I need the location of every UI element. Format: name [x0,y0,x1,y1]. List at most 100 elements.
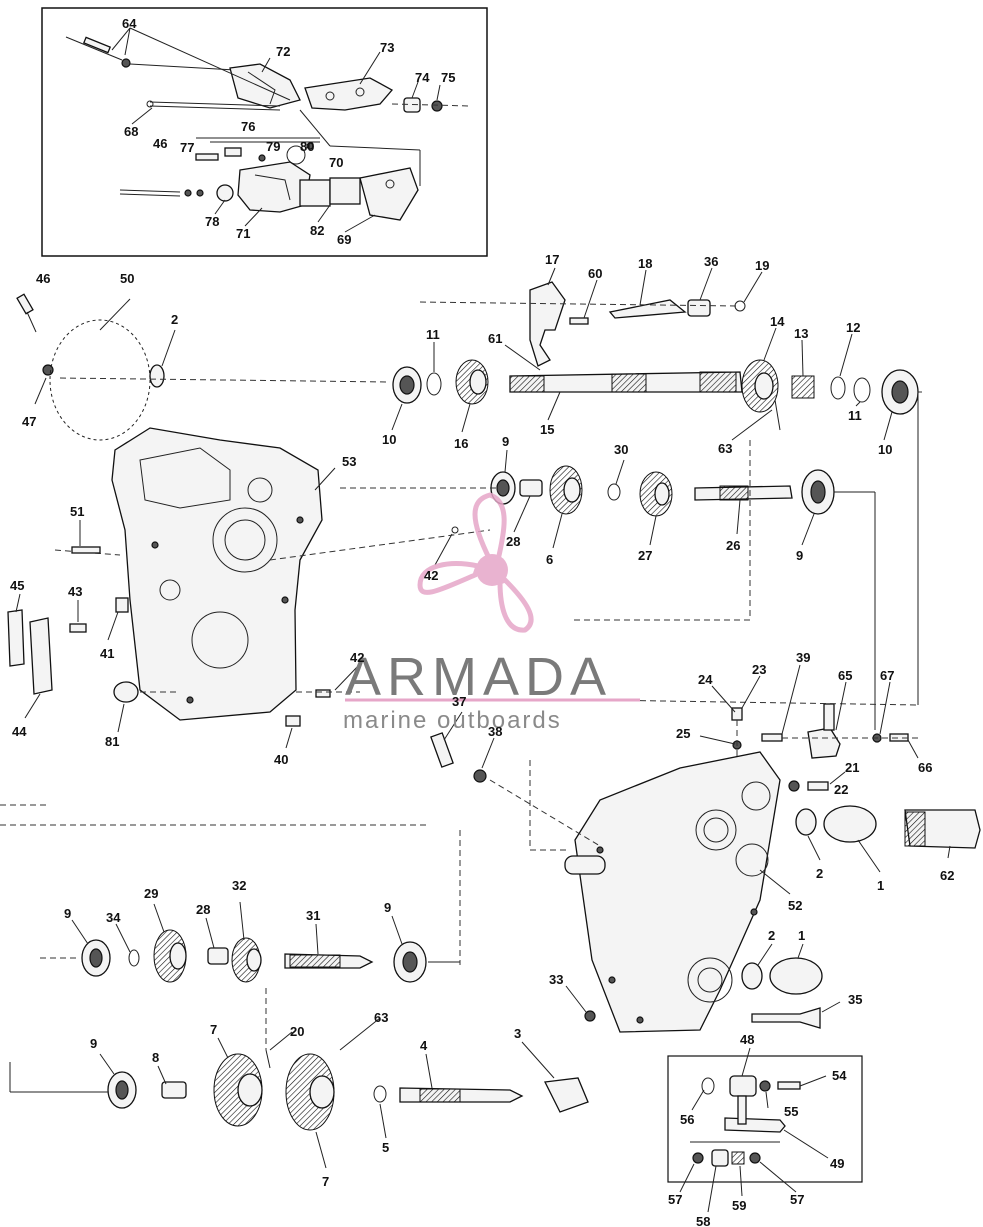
callout-63: 63 [718,441,732,456]
callout-46: 46 [36,271,50,286]
callout-48: 48 [740,1032,754,1047]
lower-gear-group [9,901,589,1169]
inset-assembly [41,7,488,257]
callout-69: 69 [337,232,351,247]
brand-name: ARMADA [345,647,612,707]
callout-67: 67 [880,668,894,683]
callout-52: 52 [788,898,802,913]
callout-62: 62 [940,868,954,883]
callout-51: 51 [70,504,84,519]
callout-65: 65 [838,668,852,683]
callout-55: 55 [784,1104,798,1119]
callout-7: 7 [210,1022,217,1037]
callout-54: 54 [832,1068,847,1083]
callout-47: 47 [22,414,36,429]
callout-31: 31 [306,908,320,923]
callout-10: 10 [382,432,396,447]
callout-78: 78 [205,214,219,229]
callout-21: 21 [845,760,859,775]
brand-tagline: marine outboards [343,707,562,734]
callout-13: 13 [794,326,808,341]
callout-1: 1 [877,878,884,893]
callout-56: 56 [680,1112,694,1127]
callout-42: 42 [424,568,438,583]
left-housing-group [0,293,491,826]
callout-6: 6 [546,552,553,567]
callout-40: 40 [274,752,288,767]
callout-44: 44 [12,724,27,739]
callout-33: 33 [549,972,563,987]
callout-1: 1 [798,928,805,943]
callout-60: 60 [588,266,602,281]
callout-36: 36 [704,254,718,269]
armada-logo: ARMADA marine outboards [343,492,640,734]
callout-66: 66 [918,760,932,775]
callout-68: 68 [124,124,138,139]
callout-79: 79 [266,139,280,154]
callout-77: 77 [180,140,194,155]
callout-63: 63 [374,1010,388,1025]
callout-57: 57 [668,1192,682,1207]
callout-35: 35 [848,992,862,1007]
callout-50: 50 [120,271,134,286]
callout-82: 82 [310,223,324,238]
callout-34: 34 [106,910,121,925]
callout-28: 28 [506,534,520,549]
callout-80: 80 [300,139,314,154]
detail-inset-48 [667,1047,863,1213]
callout-9: 9 [502,434,509,449]
callout-28: 28 [196,902,210,917]
callout-labels: 64 72 73 74 75 68 76 46 77 79 80 70 78 7… [10,16,954,1227]
callout-81: 81 [105,734,119,749]
callout-46: 46 [153,136,167,151]
callout-2: 2 [768,928,775,943]
callout-30: 30 [614,442,628,457]
callout-38: 38 [488,724,502,739]
callout-41: 41 [100,646,114,661]
callout-9: 9 [384,900,391,915]
callout-9: 9 [796,548,803,563]
callout-2: 2 [816,866,823,881]
propeller-icon [417,492,534,633]
callout-45: 45 [10,578,24,593]
callout-4: 4 [420,1038,428,1053]
callout-43: 43 [68,584,82,599]
callout-27: 27 [638,548,652,563]
callout-64: 64 [122,16,137,31]
callout-72: 72 [276,44,290,59]
callout-75: 75 [441,70,455,85]
callout-24: 24 [698,672,713,687]
callout-26: 26 [726,538,740,553]
callout-2: 2 [171,312,178,327]
upper-shaft-group [391,267,922,705]
callout-23: 23 [752,662,766,677]
callout-9: 9 [64,906,71,921]
callout-32: 32 [232,878,246,893]
callout-20: 20 [290,1024,304,1039]
callout-9: 9 [90,1036,97,1051]
callout-57: 57 [790,1192,804,1207]
callout-49: 49 [830,1156,844,1171]
callout-76: 76 [241,119,255,134]
callout-39: 39 [796,650,810,665]
callout-53: 53 [342,454,356,469]
callout-8: 8 [152,1050,159,1065]
right-housing-group [430,664,981,1033]
callout-10: 10 [878,442,892,457]
callout-19: 19 [755,258,769,273]
callout-11: 11 [426,327,440,342]
callout-15: 15 [540,422,554,437]
callout-42: 42 [350,650,364,665]
callout-70: 70 [329,155,343,170]
callout-58: 58 [696,1214,710,1227]
callout-3: 3 [514,1026,521,1041]
callout-25: 25 [676,726,690,741]
callout-16: 16 [454,436,468,451]
callout-73: 73 [380,40,394,55]
callout-71: 71 [236,226,250,241]
callout-14: 14 [770,314,785,329]
callout-7: 7 [322,1174,329,1189]
callout-5: 5 [382,1140,389,1155]
callout-61: 61 [488,331,502,346]
